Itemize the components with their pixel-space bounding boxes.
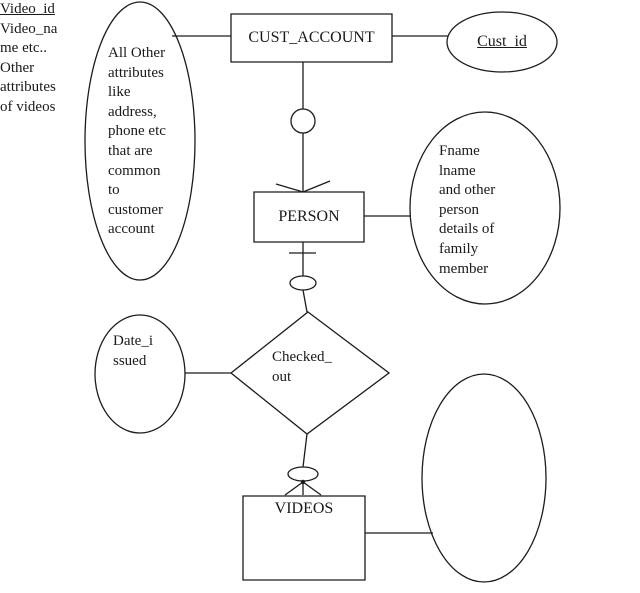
video-id-attribute-label: Video_id (0, 1, 55, 17)
zero-oval-above-diamond (290, 276, 316, 290)
cust-id-ellipse (447, 12, 557, 72)
date-issued-ellipse (95, 315, 185, 433)
cust-id-attribute-label: Cust_id (477, 33, 527, 50)
video-notes-block: Video_id Video_na me etc.. Other attribu… (0, 0, 96, 118)
line-diamond-down (303, 434, 307, 467)
videos-entity-label: VIDEOS (274, 500, 334, 517)
cust-account-entity-box (231, 14, 392, 62)
person-crowfoot-right (303, 181, 330, 192)
video-notes-ellipse (422, 374, 546, 582)
zero-oval-above-videos (288, 467, 318, 481)
person-notes-ellipse (410, 112, 560, 304)
videos-entity-box (243, 496, 365, 580)
line-oval-to-diamond (303, 290, 307, 312)
cust-account-notes-text: All Other attributes like address, phone… (108, 45, 166, 238)
person-notes-text: Fname lname and other person details of … (439, 143, 496, 277)
cust-account-notes-ellipse (85, 2, 195, 280)
video-notes-text: Video_na me etc.. Other attributes of vi… (0, 20, 58, 115)
videos-crowfoot-left (285, 482, 303, 495)
person-crowfoot-left (276, 184, 303, 192)
checked-out-relationship-label: Checked_ out (272, 349, 332, 385)
date-issued-attribute-label: Date_i ssued (113, 333, 153, 369)
optional-circle-symbol (291, 109, 315, 133)
cust-account-entity-label: CUST_ACCOUNT (248, 29, 375, 46)
person-entity-label: PERSON (278, 208, 340, 225)
person-entity-box (254, 192, 364, 242)
videos-crowfoot-right (303, 482, 321, 495)
